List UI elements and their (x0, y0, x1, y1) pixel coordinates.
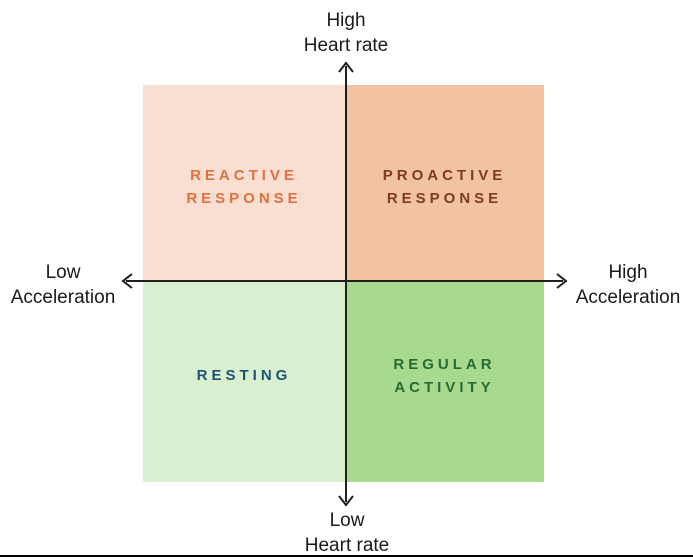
quadrant-label: PROACTIVE RESPONSE (382, 167, 507, 207)
axis-label-high-acceleration: High Acceleration (575, 262, 681, 308)
quadrant-label: REGULAR ACTIVITY (393, 355, 496, 396)
quadrant-regular-activity: REGULAR ACTIVITY (345, 281, 544, 482)
bottom-border (0, 555, 693, 557)
axis-label-low-acceleration: Low Acceleration (10, 262, 116, 308)
arrowhead-up-icon (338, 61, 354, 73)
quadrant-reactive-response: REACTIVE RESPONSE (143, 85, 345, 281)
axis-label-low-heart-rate: Low Heart rate (304, 510, 390, 556)
quadrant-label: REACTIVE RESPONSE (186, 167, 302, 207)
axis-label-high-heart-rate: High Heart rate (303, 10, 389, 56)
quadrant-resting: RESTING (143, 281, 345, 482)
quadrant-proactive-response: PROACTIVE RESPONSE (345, 85, 544, 281)
quadrant-label: RESTING (196, 367, 292, 384)
arrowhead-left-icon (121, 273, 133, 289)
arrowhead-down-icon (338, 495, 354, 507)
quadrant-grid: REACTIVE RESPONSE PROACTIVE RESPONSE RES… (143, 85, 544, 482)
arrowhead-right-icon (556, 273, 568, 289)
